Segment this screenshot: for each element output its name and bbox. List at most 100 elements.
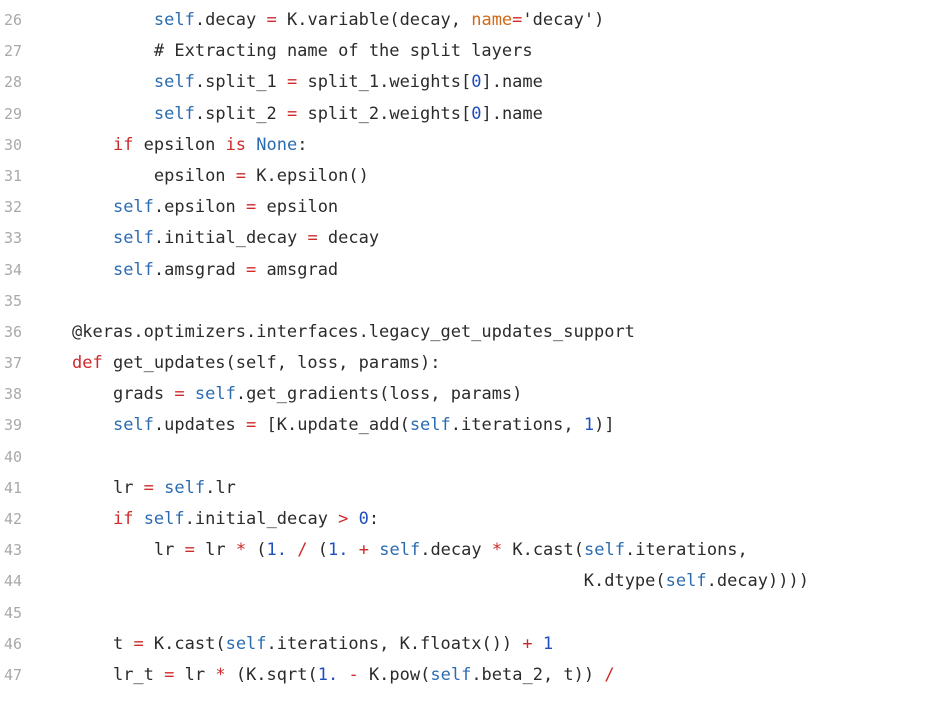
code-line[interactable]: 41 lr = self.lr	[0, 473, 926, 504]
token-builtin: self	[153, 103, 195, 124]
token-keyword: if	[112, 509, 134, 529]
code-line[interactable]: 26 self.decay = K.variable(decay, name='…	[0, 5, 926, 36]
token-plain: .updates	[153, 415, 247, 436]
line-number: 47	[4, 665, 23, 684]
token-plain: amsgrad	[256, 259, 339, 280]
token-plain: )]	[594, 415, 615, 436]
code-text: self.split_2 = split_2.weights[0].name	[58, 99, 926, 130]
indent	[72, 540, 154, 560]
indent	[72, 571, 584, 591]
code-text: self.epsilon = epsilon	[58, 192, 926, 223]
token-number: 1.	[317, 664, 339, 685]
indent	[72, 509, 113, 529]
token-operator: /	[297, 540, 308, 561]
line-number: 39	[4, 416, 23, 435]
token-plain: lr_t	[112, 664, 165, 685]
token-builtin: self	[665, 571, 707, 592]
token-builtin: self	[194, 384, 236, 405]
line-number: 35	[4, 291, 23, 310]
token-plain: .initial_decay	[184, 509, 339, 529]
token-operator: =	[246, 415, 257, 436]
token-plain: .get_gradients(loss, params)	[235, 384, 523, 405]
code-line[interactable]: 36@keras.optimizers.interfaces.legacy_ge…	[0, 317, 926, 348]
token-plain: :	[297, 134, 308, 155]
token-builtin: self	[430, 664, 472, 685]
token-operator: =	[133, 633, 144, 654]
code-line[interactable]: 38 grads = self.get_gradients(loss, para…	[0, 379, 926, 410]
code-line[interactable]: 33 self.initial_decay = decay	[0, 223, 926, 254]
token-plain: (	[307, 540, 329, 561]
code-text: epsilon = K.epsilon()	[58, 161, 926, 192]
token-builtin: self	[225, 633, 267, 654]
code-line[interactable]: 43 lr = lr * (1. / (1. + self.decay * K.…	[0, 535, 926, 566]
token-plain: split_2.weights[	[297, 103, 472, 124]
code-line[interactable]: 31 epsilon = K.epsilon()	[0, 161, 926, 192]
code-text: lr = lr * (1. / (1. + self.decay * K.cas…	[58, 535, 926, 566]
code-text: lr = self.lr	[58, 473, 926, 504]
token-operator: *	[215, 664, 226, 685]
token-plain: :	[368, 509, 380, 529]
token-operator: >	[338, 509, 349, 529]
indent	[72, 10, 154, 30]
code-line[interactable]: 35	[0, 286, 926, 317]
token-number: 1.	[328, 540, 349, 561]
code-line[interactable]: 46 t = K.cast(self.iterations, K.floatx(…	[0, 629, 926, 660]
token-plain	[154, 478, 164, 498]
token-operator: =	[246, 197, 257, 218]
token-plain: t	[112, 633, 134, 654]
token-plain: .split_1	[194, 72, 287, 93]
code-line[interactable]: 34 self.amsgrad = amsgrad	[0, 255, 926, 286]
indent	[72, 384, 113, 404]
token-plain: epsilon	[256, 197, 339, 218]
token-plain: ].name	[481, 72, 543, 93]
code-line[interactable]: 28 self.split_1 = split_1.weights[0].nam…	[0, 67, 926, 98]
token-plain: [K.update_add(	[256, 415, 410, 436]
token-plain: K.cast(	[143, 633, 226, 654]
token-builtin: self	[143, 509, 185, 529]
code-text: lr_t = lr * (K.sqrt(1. - K.pow(self.beta…	[58, 660, 926, 691]
code-text: self.amsgrad = amsgrad	[58, 255, 926, 286]
indent	[72, 634, 113, 654]
token-operator: =	[143, 477, 154, 498]
code-line[interactable]: 27 # Extracting name of the split layers	[0, 36, 926, 67]
token-plain	[338, 665, 348, 685]
token-plain: .iterations,	[624, 540, 748, 561]
token-number: 0	[358, 509, 369, 529]
line-number: 41	[4, 478, 23, 497]
token-plain: get_updates(self, loss, params):	[102, 353, 441, 374]
token-operator: =	[174, 384, 185, 405]
code-text: if epsilon is None:	[58, 130, 926, 161]
code-line[interactable]: 40	[0, 442, 926, 473]
token-number: 1	[542, 633, 554, 654]
code-line[interactable]: 29 self.split_2 = split_2.weights[0].nam…	[0, 99, 926, 130]
code-line[interactable]: 30 if epsilon is None:	[0, 130, 926, 161]
token-operator: -	[348, 664, 359, 685]
line-number: 30	[4, 135, 23, 154]
code-line[interactable]: 39 self.updates = [K.update_add(self.ite…	[0, 410, 926, 441]
token-plain: .decay))))	[706, 571, 809, 592]
line-number: 46	[4, 634, 23, 653]
code-text: if self.initial_decay > 0:	[58, 504, 926, 535]
token-plain: ].name	[481, 103, 543, 124]
line-number: 44	[4, 572, 23, 591]
token-plain: K.dtype(	[583, 571, 666, 592]
token-plain: .iterations,	[450, 415, 584, 436]
token-builtin: self	[112, 415, 154, 436]
token-builtin: self	[112, 259, 154, 280]
indent	[72, 260, 113, 280]
token-decorator: @keras.optimizers.interfaces.legacy_get_…	[72, 321, 635, 342]
code-line[interactable]: 42 if self.initial_decay > 0:	[0, 504, 926, 535]
token-operator: =	[286, 103, 298, 124]
code-line[interactable]: 45	[0, 598, 926, 629]
token-number: 0	[471, 103, 482, 124]
code-line[interactable]: 44 K.dtype(self.decay))))	[0, 566, 926, 597]
indent	[72, 665, 113, 685]
indent	[72, 41, 154, 61]
indent	[72, 478, 113, 498]
code-line[interactable]: 32 self.epsilon = epsilon	[0, 192, 926, 223]
code-line[interactable]: 47 lr_t = lr * (K.sqrt(1. - K.pow(self.b…	[0, 660, 926, 691]
token-operator: =	[512, 10, 523, 30]
token-operator: =	[307, 228, 318, 249]
